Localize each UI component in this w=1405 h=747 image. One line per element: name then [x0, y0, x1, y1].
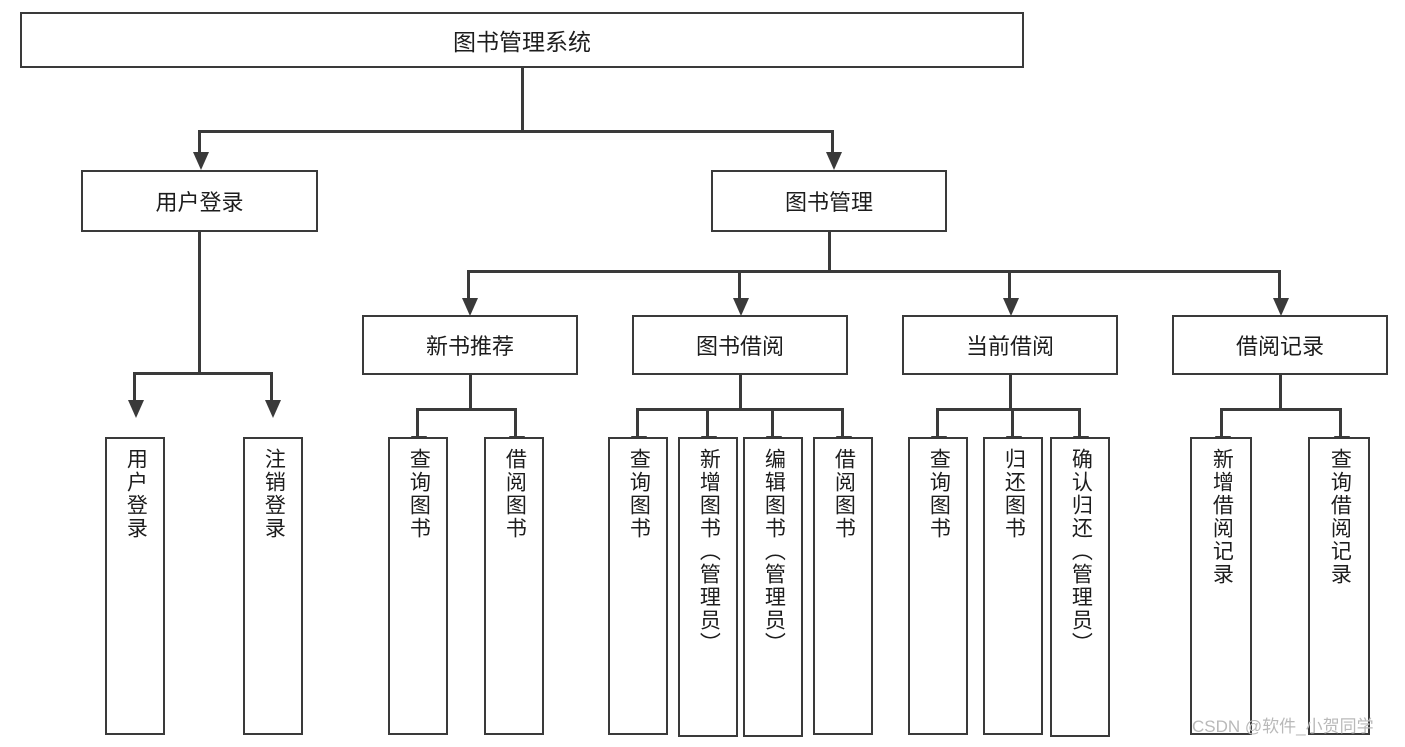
node-level3-3[interactable]: 借阅记录: [1172, 315, 1388, 375]
arrow-to-logout-leaf: [264, 400, 281, 418]
arrow-to-user-login: [192, 152, 209, 170]
node-level3-1-label: 图书借阅: [695, 334, 784, 359]
management-drop-3: [1278, 270, 1281, 298]
node-level2-1-label: 图书管理: [784, 190, 873, 215]
node-level3-2-label: 当前借阅: [965, 334, 1054, 359]
node-level2-0-label: 用户登录: [155, 190, 244, 215]
group-bus-2: [936, 408, 1078, 411]
management-drop-0: [467, 270, 470, 298]
root-bus: [198, 130, 832, 133]
group-bus-0: [416, 408, 514, 411]
node-leaf-11-label: 新增借阅记录: [1210, 448, 1234, 586]
node-leaf-1[interactable]: 注销登录: [243, 437, 303, 735]
arrow-to-level3-0: [461, 298, 478, 316]
management-stem: [828, 232, 831, 270]
group-bus-3: [1220, 408, 1339, 411]
node-leaf-8-label: 查询图书: [927, 448, 951, 540]
group-stem-1: [739, 375, 742, 408]
node-leaf-7-label: 借阅图书: [832, 448, 856, 540]
node-level2-0[interactable]: 用户登录: [81, 170, 318, 232]
node-leaf-12-label: 查询借阅记录: [1328, 448, 1352, 586]
group-drop-1-0: [636, 408, 639, 436]
node-leaf-9-label: 归还图书: [1002, 448, 1026, 540]
login-drop-right: [270, 372, 273, 400]
login-bus: [133, 372, 270, 375]
management-bus: [467, 270, 1280, 273]
node-leaf-5[interactable]: 新增图书（管理员）: [678, 437, 738, 737]
management-drop-1: [738, 270, 741, 298]
group-stem-0: [469, 375, 472, 408]
node-leaf-10[interactable]: 确认归还（管理员）: [1050, 437, 1110, 737]
group-bus-1: [636, 408, 841, 411]
arrow-to-level3-3: [1272, 298, 1289, 316]
node-leaf-1-label: 注销登录: [262, 448, 286, 540]
node-leaf-0-label: 用户登录: [124, 448, 148, 540]
node-level3-2[interactable]: 当前借阅: [902, 315, 1118, 375]
node-level3-0-label: 新书推荐: [425, 334, 514, 359]
node-leaf-2[interactable]: 查询图书: [388, 437, 448, 735]
group-drop-3-1: [1339, 408, 1342, 436]
group-drop-2-2: [1078, 408, 1081, 436]
node-leaf-2-label: 查询图书: [407, 448, 431, 540]
arrow-to-level3-1: [732, 298, 749, 316]
node-leaf-6-label: 编辑图书（管理员）: [762, 448, 786, 655]
login-drop-left: [133, 372, 136, 400]
node-leaf-11[interactable]: 新增借阅记录: [1190, 437, 1252, 735]
node-leaf-5-label: 新增图书（管理员）: [697, 448, 721, 655]
group-drop-1-1: [706, 408, 709, 436]
node-leaf-12[interactable]: 查询借阅记录: [1308, 437, 1370, 735]
management-drop-2: [1008, 270, 1011, 298]
node-level3-3-label: 借阅记录: [1235, 334, 1324, 359]
node-leaf-9[interactable]: 归还图书: [983, 437, 1043, 735]
arrow-to-user-login-leaf: [127, 400, 144, 418]
arrow-to-book-management: [825, 152, 842, 170]
node-root[interactable]: 图书管理系统: [20, 12, 1024, 68]
node-level3-1[interactable]: 图书借阅: [632, 315, 848, 375]
node-leaf-10-label: 确认归还（管理员）: [1069, 448, 1093, 655]
node-root-label: 图书管理系统: [453, 29, 591, 55]
group-drop-0-1: [514, 408, 517, 436]
group-drop-1-2: [771, 408, 774, 436]
login-stem: [198, 232, 201, 374]
node-leaf-3-label: 借阅图书: [503, 448, 527, 540]
node-leaf-4-label: 查询图书: [627, 448, 651, 540]
group-drop-3-0: [1220, 408, 1223, 436]
group-stem-2: [1009, 375, 1012, 408]
node-leaf-8[interactable]: 查询图书: [908, 437, 968, 735]
root-drop-right: [831, 130, 834, 152]
group-drop-1-3: [841, 408, 844, 436]
group-drop-0-0: [416, 408, 419, 436]
group-stem-3: [1279, 375, 1282, 408]
node-leaf-7[interactable]: 借阅图书: [813, 437, 873, 735]
root-stem: [521, 68, 524, 132]
group-drop-2-1: [1011, 408, 1014, 436]
group-drop-2-0: [936, 408, 939, 436]
node-level2-1[interactable]: 图书管理: [711, 170, 947, 232]
arrow-to-level3-2: [1002, 298, 1019, 316]
root-drop-left: [198, 130, 201, 152]
node-leaf-6[interactable]: 编辑图书（管理员）: [743, 437, 803, 737]
node-leaf-3[interactable]: 借阅图书: [484, 437, 544, 735]
node-leaf-4[interactable]: 查询图书: [608, 437, 668, 735]
node-level3-0[interactable]: 新书推荐: [362, 315, 578, 375]
node-leaf-0[interactable]: 用户登录: [105, 437, 165, 735]
